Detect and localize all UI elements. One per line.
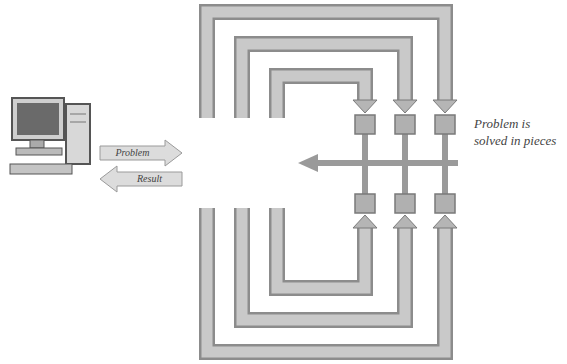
processor-grid: [298, 115, 458, 213]
arrow-label: Problem: [100, 146, 165, 160]
problem-arrow: [100, 140, 182, 166]
arrow-label: Result: [117, 172, 182, 186]
computer-icon: [10, 98, 90, 174]
distribution-arrows: [207, 12, 445, 352]
caption-note: Problem is solved in pieces: [474, 116, 562, 150]
result-arrow: [100, 166, 182, 192]
